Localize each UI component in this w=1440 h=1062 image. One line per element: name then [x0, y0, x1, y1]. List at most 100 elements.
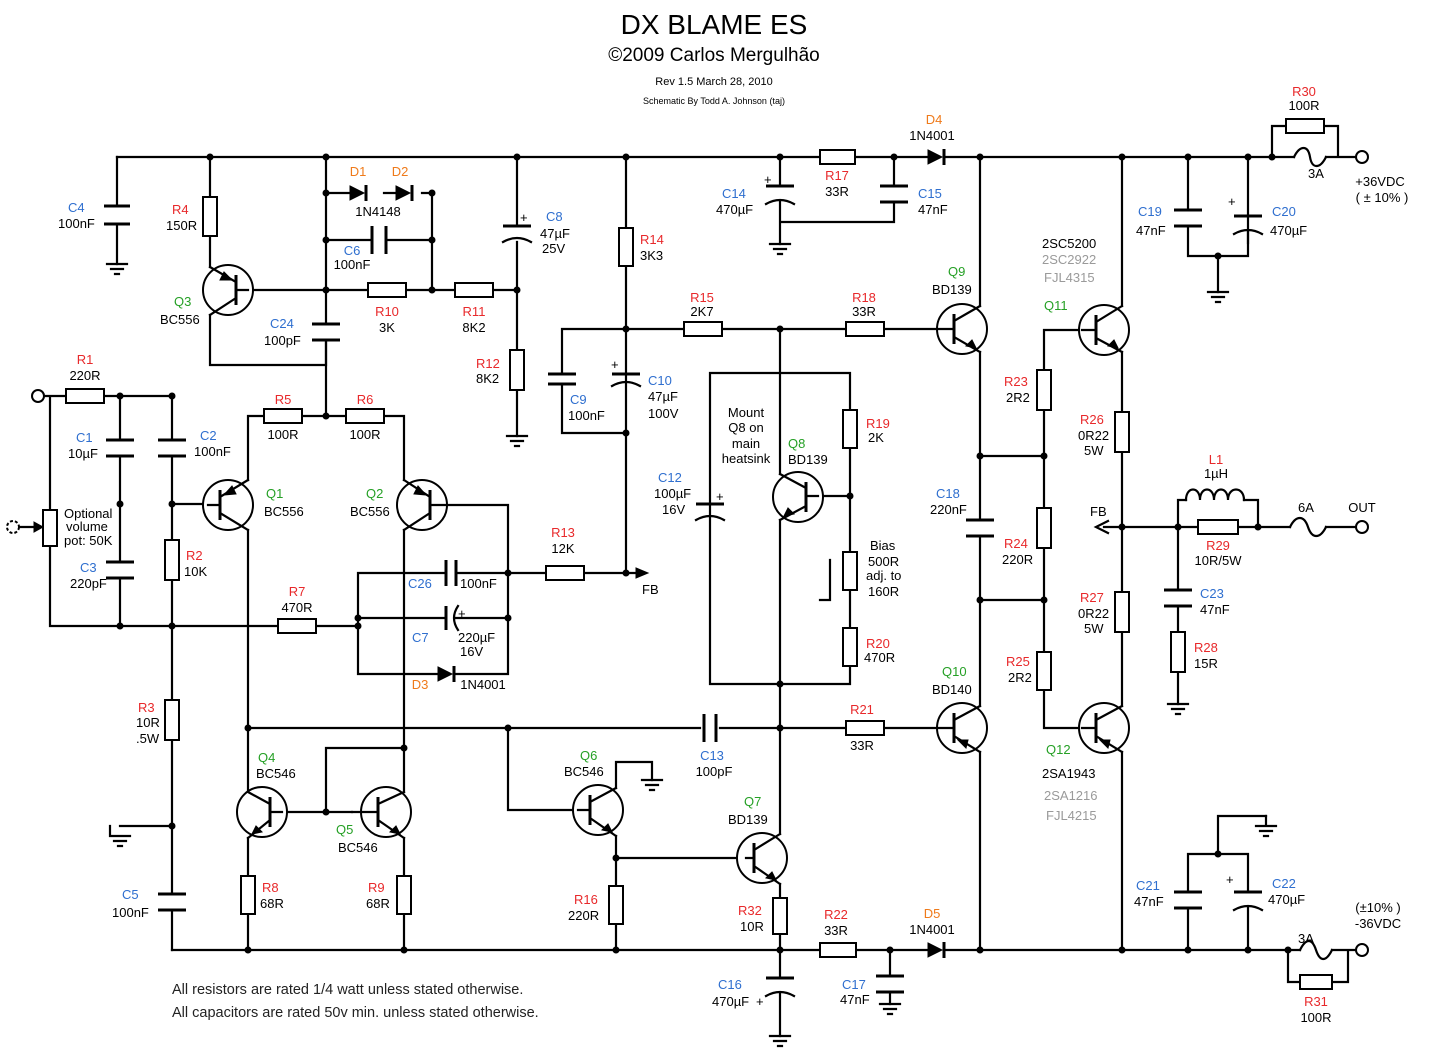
svg-text:+: + — [764, 172, 772, 187]
value-r7: 470R — [281, 600, 312, 615]
alt-q11-1: 2SC2922 — [1042, 252, 1096, 267]
value-r28: 15R — [1194, 656, 1218, 671]
value-c23: 47nF — [1200, 602, 1230, 617]
value-r14: 3K3 — [640, 248, 663, 263]
value-c18: 220nF — [930, 502, 967, 517]
fb-label-left: FB — [642, 582, 659, 597]
value-l1: 1µH — [1204, 466, 1228, 481]
svg-text:+: + — [716, 489, 724, 504]
label-l1: L1 — [1209, 452, 1223, 467]
svg-text:+: + — [611, 357, 619, 372]
label-r4: R4 — [172, 202, 189, 217]
label-r13: R13 — [551, 525, 575, 540]
label-c14: C14 — [722, 186, 746, 201]
ground-symbols — [105, 242, 1278, 1048]
label-r14: R14 — [640, 232, 664, 247]
label-q4: Q4 — [258, 750, 275, 765]
label-q5: Q5 — [336, 822, 353, 837]
extra-c12: 16V — [662, 502, 685, 517]
label-r6: R6 — [357, 392, 374, 407]
value-c20: 470µF — [1270, 223, 1307, 238]
note-capacitors: All capacitors are rated 50v min. unless… — [172, 1005, 539, 1021]
label-r9: R9 — [368, 880, 385, 895]
value-c12: 100µF — [654, 486, 691, 501]
label-c9: C9 — [570, 392, 587, 407]
label-c20: C20 — [1272, 204, 1296, 219]
value-c24: 100pF — [264, 333, 301, 348]
junction-dots — [116, 153, 1292, 954]
value-c13: 100pF — [696, 764, 733, 779]
label-r11: R11 — [463, 304, 486, 319]
value-r9: 68R — [366, 896, 390, 911]
value-c10: 47µF — [648, 389, 678, 404]
bias-label-1: Bias — [870, 538, 896, 553]
label-c17: C17 — [842, 977, 866, 992]
value-c2: 100nF — [194, 444, 231, 459]
value-r2: 10K — [184, 564, 207, 579]
pos-rail-label-1: +36VDC — [1355, 174, 1405, 189]
label-c26: C26 — [408, 576, 432, 591]
svg-text:+: + — [1226, 872, 1234, 887]
value-r32: 10R — [740, 919, 764, 934]
label-c6: C6 — [344, 243, 361, 258]
pot-label-3: pot: 50K — [64, 533, 113, 548]
label-d2: D2 — [392, 164, 409, 179]
polarity-marks: + + + + + + + + — [458, 172, 1236, 1009]
value-c22: 470µF — [1268, 892, 1305, 907]
resistor-bodies — [33, 118, 1333, 990]
label-q2: Q2 — [366, 486, 383, 501]
value-d5: 1N4001 — [909, 922, 955, 937]
label-r15: R15 — [690, 290, 714, 305]
value-c26: 100nF — [460, 576, 497, 591]
value-r26: 0R22 — [1078, 428, 1109, 443]
mount-note-1: Mount — [728, 405, 765, 420]
mount-note-2: Q8 on — [728, 420, 763, 435]
svg-text:+: + — [756, 994, 764, 1009]
label-c13: C13 — [700, 748, 724, 763]
value-r12: 8K2 — [476, 371, 499, 386]
credit-line: Schematic By Todd A. Johnson (taj) — [643, 96, 785, 106]
value-c17: 47nF — [840, 992, 870, 1007]
extra-c7: 16V — [460, 644, 483, 659]
label-r7: R7 — [289, 584, 306, 599]
fb-label-right: FB — [1090, 504, 1107, 519]
label-r3: R3 — [138, 700, 155, 715]
label-r18: R18 — [852, 290, 876, 305]
type-q8: BD139 — [788, 452, 828, 467]
copyright-line: ©2009 Carlos Mergulhão — [608, 45, 820, 66]
extra-r26: 5W — [1084, 443, 1104, 458]
bias-label-4: 160R — [868, 584, 899, 599]
value-r11: 8K2 — [462, 320, 485, 335]
value-r6: 100R — [349, 427, 380, 442]
transistor-symbols — [202, 264, 1130, 886]
value-r31: 100R — [1300, 1010, 1331, 1025]
label-r19: R19 — [866, 416, 890, 431]
label-r8: R8 — [262, 880, 279, 895]
value-r24: 220R — [1002, 552, 1033, 567]
value-r15: 2K7 — [690, 304, 713, 319]
type-q5: BC546 — [338, 840, 378, 855]
capacitor-plates — [104, 184, 1264, 998]
label-r25: R25 — [1006, 654, 1030, 669]
neg-rail-label-2: -36VDC — [1355, 916, 1401, 931]
mount-note-3: main — [732, 436, 760, 451]
label-r24: R24 — [1004, 536, 1028, 551]
label-c12: C12 — [658, 470, 682, 485]
bias-label-2: 500R — [868, 554, 899, 569]
label-q12: Q12 — [1046, 742, 1071, 757]
label-c21: C21 — [1136, 878, 1160, 893]
terminals — [6, 150, 1369, 957]
type-q11: 2SC5200 — [1042, 236, 1096, 251]
label-r2: R2 — [186, 548, 203, 563]
value-r27: 0R22 — [1078, 606, 1109, 621]
value-r20: 470R — [864, 650, 895, 665]
label-c16: C16 — [718, 977, 742, 992]
svg-text:+: + — [520, 210, 528, 225]
label-r12: R12 — [476, 356, 500, 371]
label-d1: D1 — [350, 164, 367, 179]
value-r22: 33R — [824, 923, 848, 938]
svg-text:+: + — [458, 606, 466, 621]
value-c4: 100nF — [58, 216, 95, 231]
svg-text:+: + — [1228, 194, 1236, 209]
